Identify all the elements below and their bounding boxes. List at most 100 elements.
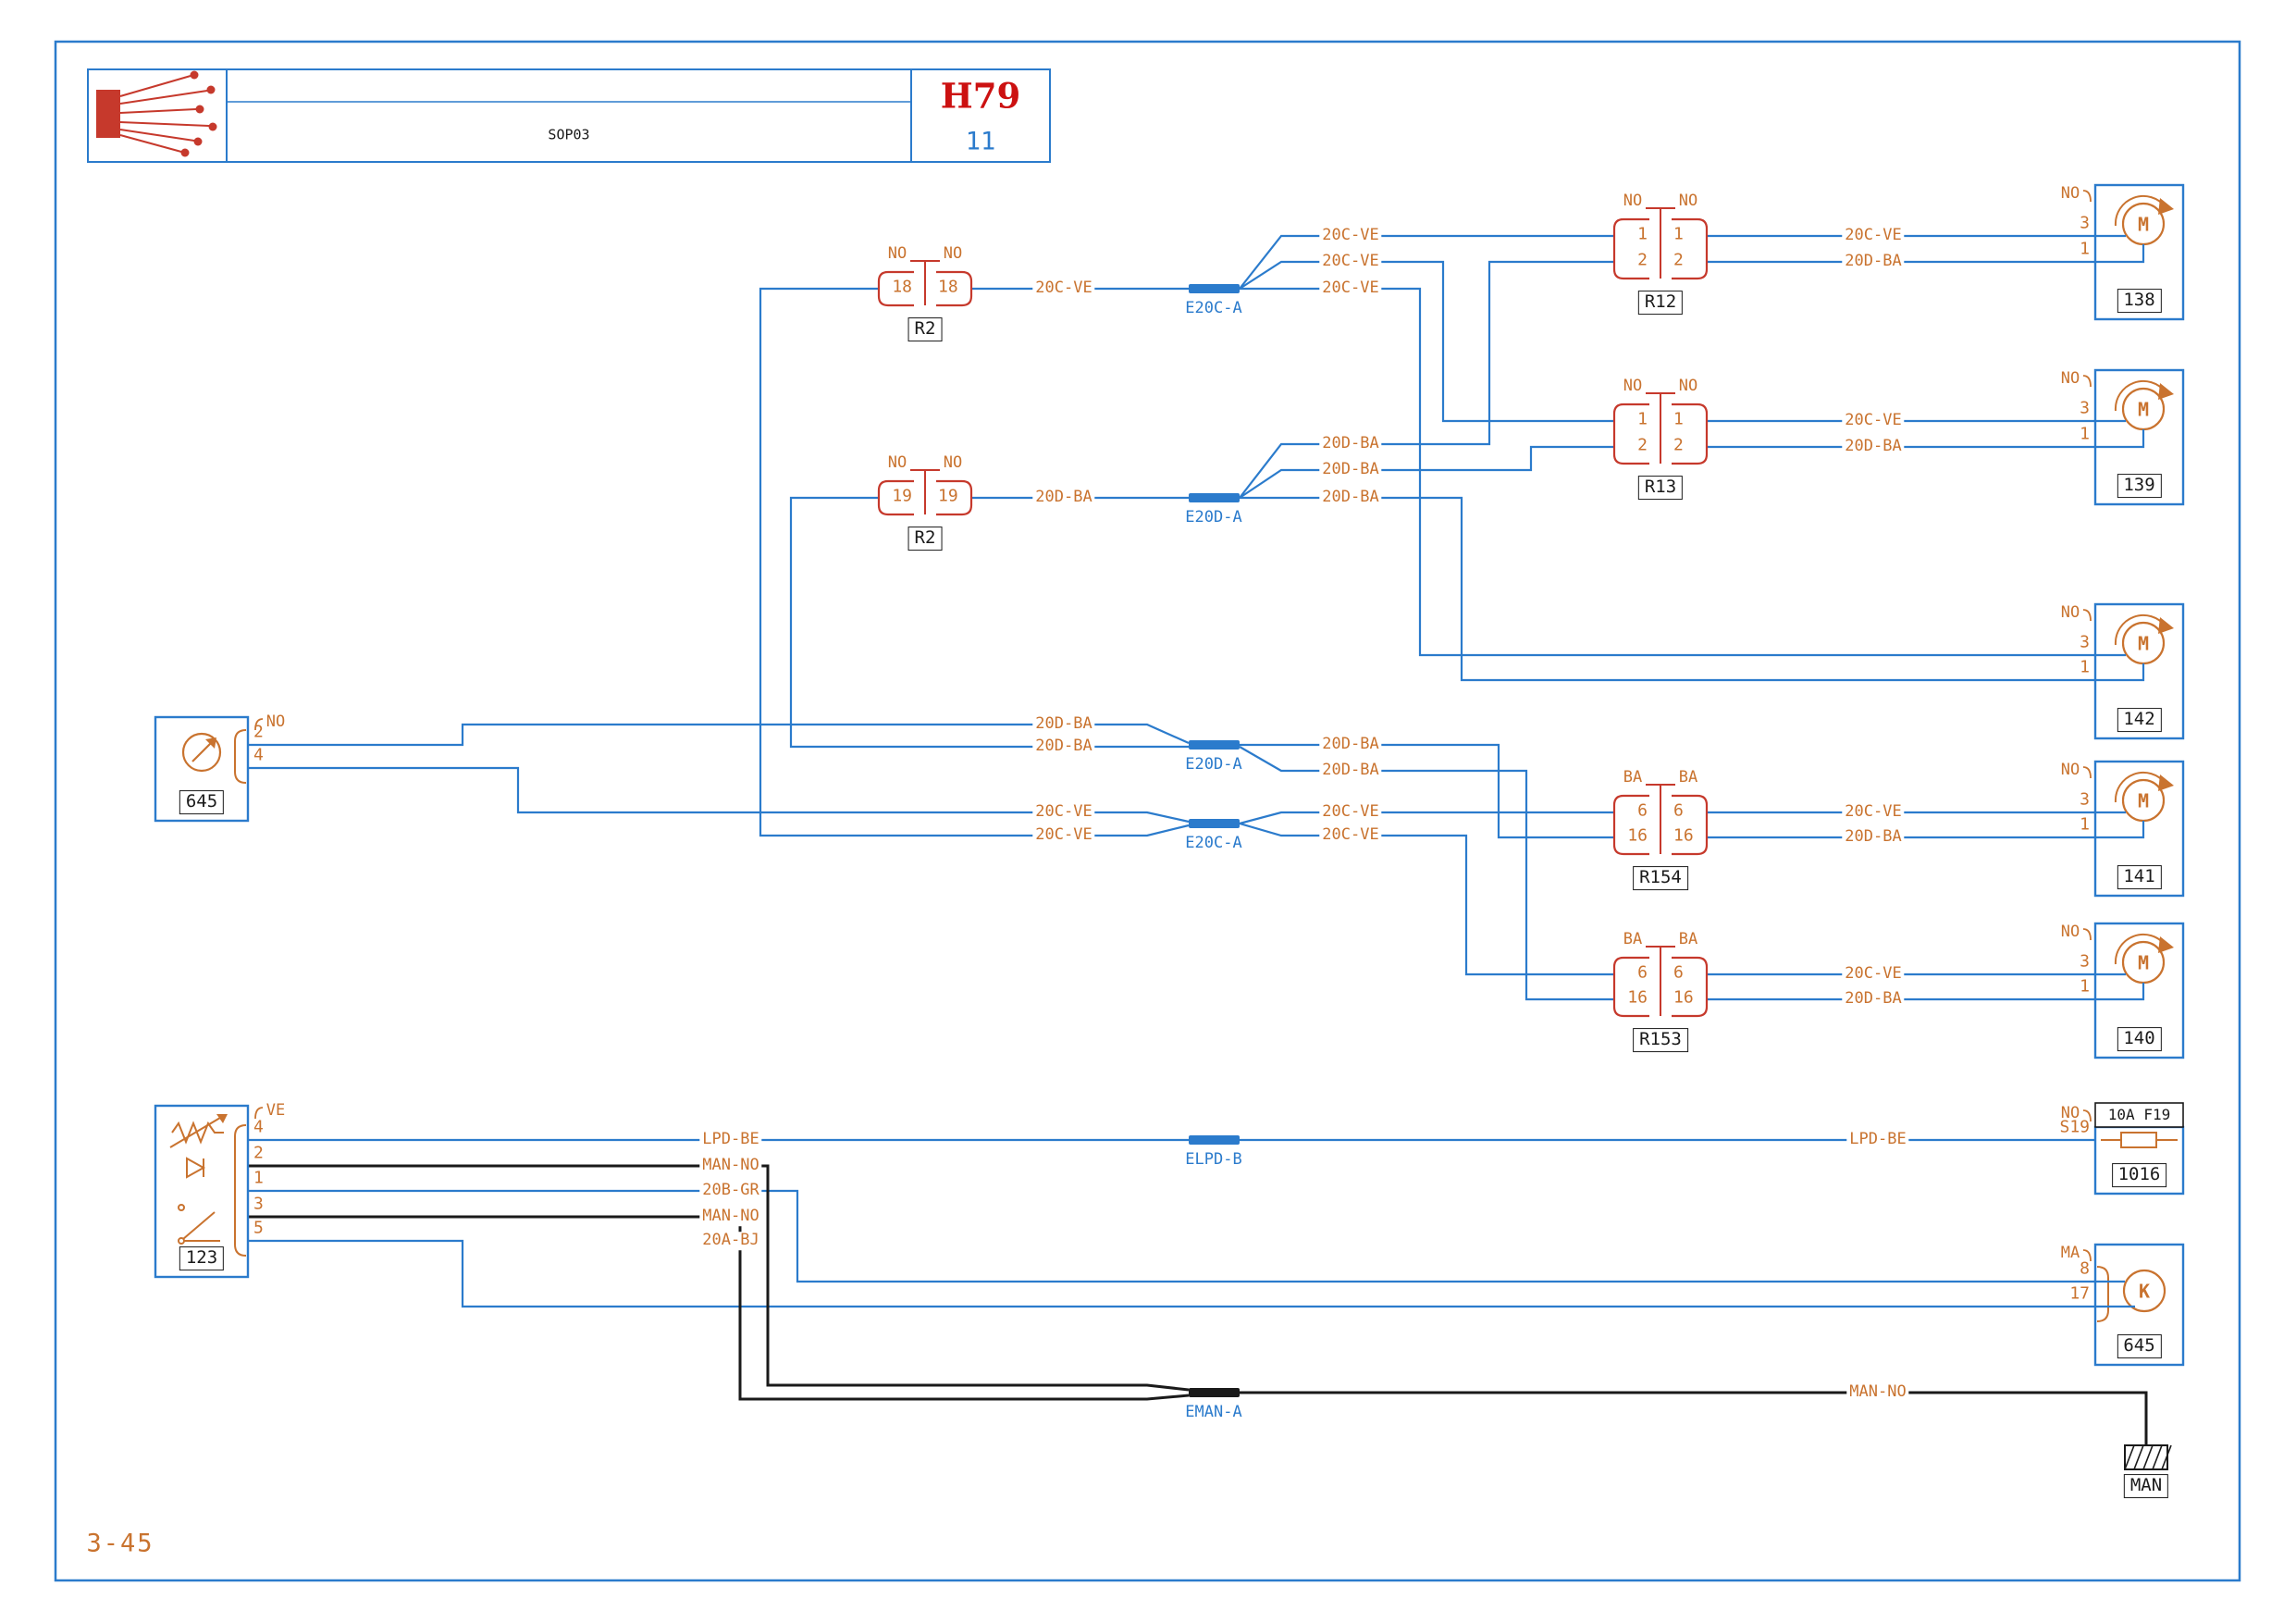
generated-diagram	[154, 183, 2185, 1470]
rotation-arrowhead	[2158, 383, 2174, 400]
motor-symbol-letter: M	[2137, 213, 2150, 236]
line	[2124, 1444, 2135, 1470]
wire-label: LPD-BE	[699, 1131, 762, 1149]
pin-number: 3	[253, 1194, 264, 1214]
pin-number: 1	[1637, 409, 1648, 429]
wire-label: 20A-BJ	[699, 1232, 762, 1250]
wire-label: 20B-GR	[699, 1182, 762, 1200]
polygon	[216, 1114, 228, 1123]
pin-number: 2	[1637, 435, 1648, 455]
connector-bracket	[1612, 403, 1649, 465]
pin-number: 6	[1637, 962, 1648, 983]
clutch-symbol-letter: K	[2138, 1280, 2151, 1303]
wire-blue	[1239, 234, 1614, 290]
pin-number: 3	[2080, 213, 2090, 233]
device-box	[154, 715, 250, 823]
ground-symbol	[2124, 1444, 2172, 1470]
wire-label: 20C-VE	[1319, 826, 1382, 845]
splice-label: ELPD-B	[1185, 1150, 1242, 1170]
connector-bracket	[1612, 217, 1649, 280]
wire-code-label: NO	[1678, 192, 1698, 211]
rheostat-arrow	[169, 1117, 221, 1148]
wire-label: 20C-VE	[1032, 826, 1095, 845]
pin-number: 2	[253, 722, 264, 742]
wire-label: MAN-NO	[1846, 1383, 1909, 1402]
wire-label: 20D-BA	[1842, 990, 1905, 1009]
switch-blade	[182, 1211, 216, 1240]
pin-number: 3	[2080, 951, 2090, 972]
wire-code-label: MA	[2060, 1244, 2080, 1263]
splice-label: E20C-A	[1185, 834, 1242, 853]
wire-code-label: BA	[1678, 768, 1698, 787]
wire-code-label: NO	[2060, 369, 2080, 389]
splice-EMAN-A	[1189, 1388, 1240, 1397]
pin-number: 1	[2080, 814, 2090, 835]
device-140	[2082, 922, 2185, 1059]
connector-R154	[1612, 784, 1709, 856]
fuse-rating: 10A F19	[2107, 1105, 2171, 1123]
pin-number: 4	[253, 745, 264, 765]
connector-name: R2	[907, 527, 943, 551]
wire-code-label: BA	[1678, 930, 1698, 949]
rotation-arrow	[2114, 194, 2166, 227]
line	[2152, 1444, 2163, 1470]
sheet-number: 11	[965, 127, 996, 156]
wire-label: 20C-VE	[1842, 803, 1905, 822]
wire-label: 20C-VE	[1319, 279, 1382, 298]
wire-blue	[759, 287, 1190, 837]
connector-bracket	[1672, 794, 1709, 856]
wire-label: 20D-BA	[1319, 489, 1382, 507]
pin-bracket	[2096, 1266, 2109, 1322]
wire-label: 20C-VE	[1842, 412, 1905, 430]
wire-code-label: NO	[2060, 1104, 2080, 1123]
component-label: 645	[179, 790, 225, 814]
splice-ELPD-B	[1189, 1135, 1240, 1145]
connector-name: R2	[907, 317, 943, 341]
harness-code: SOP03	[548, 126, 590, 143]
device-123	[154, 1104, 264, 1279]
connector-name: R12	[1637, 291, 1684, 315]
wire-code-label: NO	[265, 712, 286, 732]
wire-label: MAN-NO	[699, 1208, 762, 1226]
wire-label: 20D-BA	[1842, 438, 1905, 456]
splice-E20C-A	[1189, 819, 1240, 828]
device-645-left	[154, 715, 264, 823]
wire-label: LPD-BE	[1846, 1131, 1909, 1149]
connector-name: R153	[1633, 1028, 1688, 1052]
wire-blue	[1240, 496, 2095, 682]
pin-number: 16	[1627, 987, 1648, 1008]
wire-code-label: NO	[2060, 761, 2080, 780]
device-138	[2082, 183, 2185, 321]
wire-code-label: NO	[887, 244, 907, 264]
motor-symbol-letter: M	[2137, 632, 2150, 655]
harness-icon	[96, 70, 217, 157]
polyline	[2095, 429, 2145, 449]
pin-number: 1	[2080, 239, 2090, 259]
pin-number: 2	[1673, 250, 1684, 270]
device-645-right	[2082, 1243, 2185, 1367]
splice-label: E20D-A	[1185, 508, 1242, 527]
device-box	[2093, 922, 2185, 1059]
splice-label: E20C-A	[1185, 299, 1242, 318]
motor-symbol-letter: M	[2137, 951, 2150, 974]
component-label: 140	[2117, 1027, 2162, 1051]
device-box	[2093, 368, 2185, 506]
line	[2133, 1444, 2144, 1470]
clutch-icon	[2122, 1269, 2166, 1313]
connector-name: R154	[1633, 866, 1688, 890]
connector-bracket	[936, 479, 973, 516]
connector-R153	[1612, 946, 1709, 1018]
pin-number: 19	[892, 486, 912, 506]
wire-blue	[1239, 822, 1614, 976]
connector-R12	[1612, 207, 1709, 280]
page-border	[54, 40, 2241, 1582]
line	[191, 741, 213, 762]
rotation-arrow	[2114, 771, 2166, 803]
pin-number: 1	[253, 1168, 264, 1188]
pin-number: 3	[2080, 398, 2090, 418]
wire-label: 20D-BA	[1032, 737, 1095, 756]
wire-black	[248, 1164, 1190, 1392]
component-label: 141	[2117, 865, 2162, 889]
